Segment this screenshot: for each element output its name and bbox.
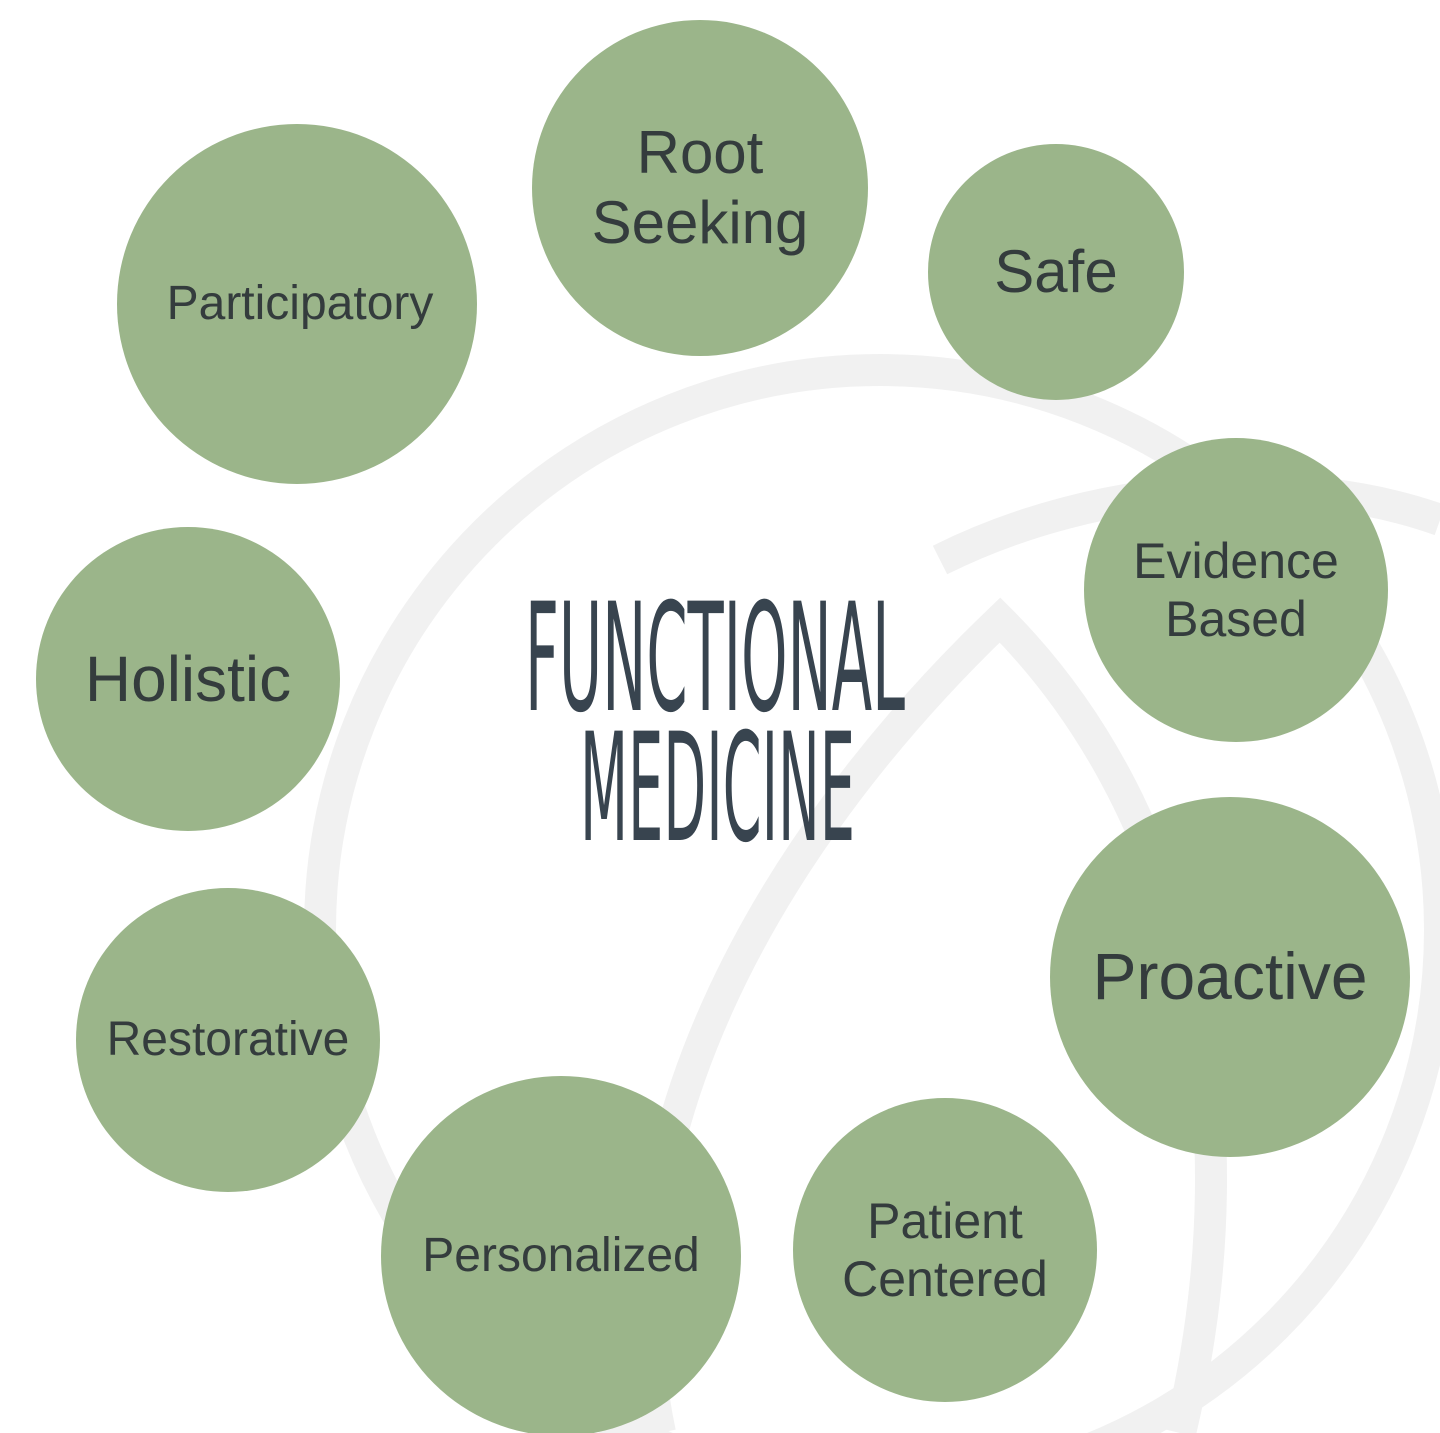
bubble-label: Evidence <box>1133 532 1339 589</box>
bubble-label: Participatory <box>166 276 434 330</box>
bubble-label: Based <box>1165 591 1307 647</box>
bubble-proactive: Proactive <box>1050 797 1410 1157</box>
title-line-1: FUNCTIONAL <box>525 572 905 746</box>
bubble-label: Restorative <box>106 1012 350 1066</box>
title-line-2: MEDICINE <box>580 702 855 876</box>
bubble-participatory: Participatory <box>117 124 477 484</box>
bubble-personalized: Personalized <box>381 1076 741 1433</box>
bubble-holistic: Holistic <box>36 527 340 831</box>
bubble-restorative: Restorative <box>76 888 380 1192</box>
bubble-label: Centered <box>842 1251 1048 1307</box>
bubble-safe: Safe <box>928 144 1184 400</box>
bubble-label: Personalized <box>422 1228 700 1282</box>
bubble-label: Safe <box>994 237 1118 305</box>
bubble-label: Holistic <box>84 642 292 715</box>
bubble-label: Seeking <box>591 189 809 256</box>
bubble-label: Root <box>636 118 764 186</box>
bubble-label: Proactive <box>1092 939 1368 1014</box>
bubble-label: Patient <box>867 1192 1023 1249</box>
